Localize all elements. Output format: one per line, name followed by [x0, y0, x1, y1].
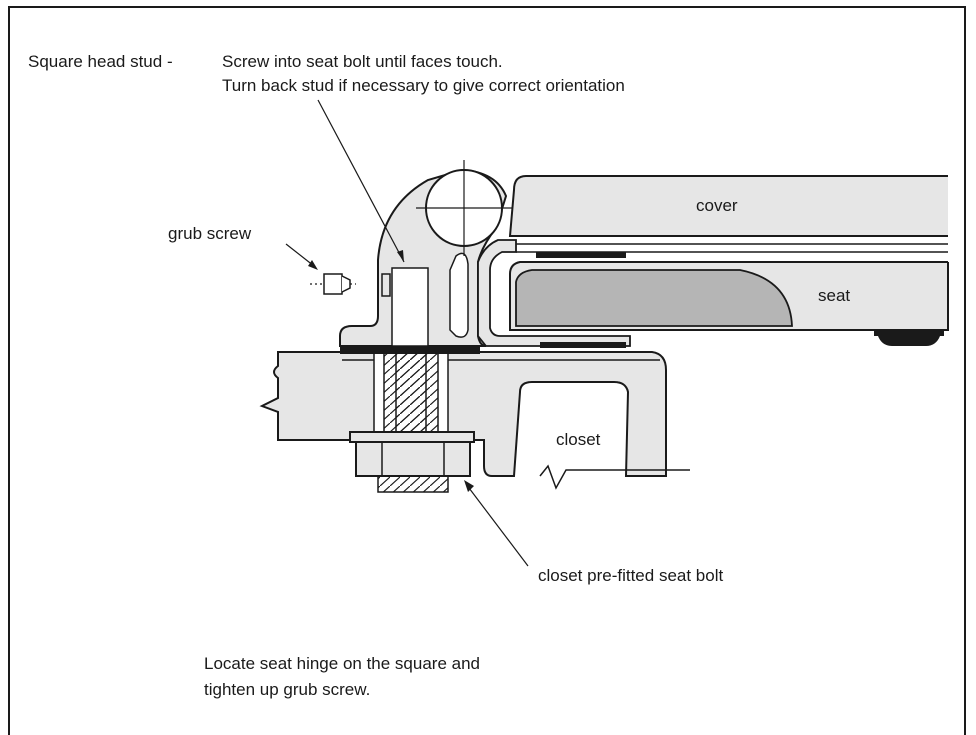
hinge-slot [449, 252, 469, 338]
seat-profile [515, 269, 793, 327]
diagram-frame [8, 6, 966, 735]
closet-left-break [261, 397, 279, 407]
square-head-stud [391, 267, 429, 347]
label-instruction-line2: Turn back stud if necessary to give corr… [222, 76, 625, 95]
bolt-nut [355, 441, 471, 477]
label-instruction-line1: Screw into seat bolt until faces touch. [222, 52, 503, 71]
hinge-gasket [340, 346, 480, 354]
stud-thread [395, 351, 427, 433]
label-square-head-stud: Square head stud - [28, 52, 173, 71]
closet-break-line [539, 464, 690, 490]
seat-bolt-leader-line [465, 483, 529, 567]
bolt-washer [349, 431, 475, 443]
label-seat-bolt: closet pre-fitted seat bolt [538, 566, 724, 585]
label-footer-line2: tighten up grub screw. [204, 680, 371, 699]
closet-body [259, 351, 667, 477]
stud-leader-line [317, 99, 405, 263]
bolt-end [377, 475, 449, 493]
label-footer-line1: Locate seat hinge on the square and [204, 654, 480, 673]
label-seat: seat [818, 286, 851, 305]
seat-buffer-lower [540, 342, 626, 348]
grub-screw-tip [381, 273, 391, 297]
grub-screw-leader-line [285, 243, 315, 267]
label-cover: cover [696, 196, 738, 215]
cover-part [508, 175, 948, 237]
hinge-arm [477, 239, 631, 347]
seat-foot-buffer [874, 330, 944, 346]
cover-buffer [536, 252, 626, 258]
grub-screw-icon [310, 273, 356, 295]
label-grub-screw: grub screw [168, 224, 252, 243]
label-closet: closet [556, 430, 601, 449]
